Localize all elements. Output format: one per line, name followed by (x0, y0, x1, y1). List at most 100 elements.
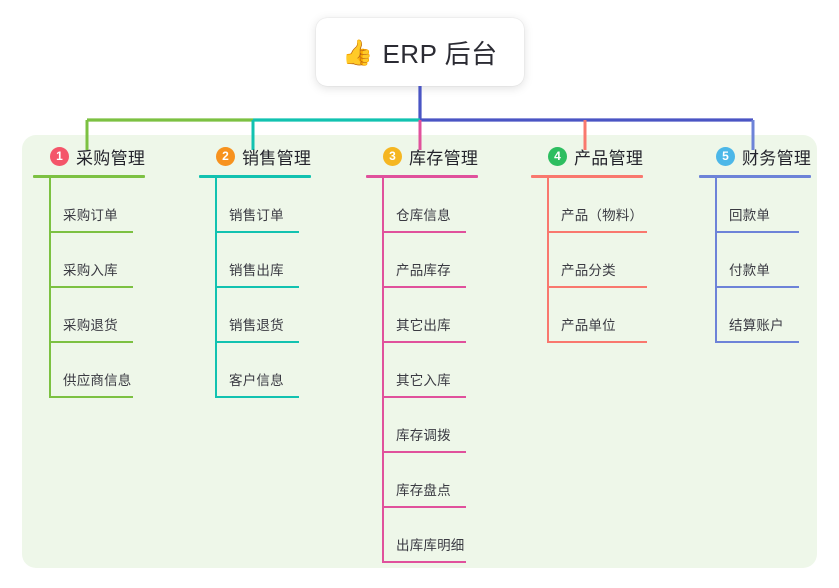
leaf-stem (547, 288, 549, 343)
leaf-node[interactable]: 销售出库 (199, 233, 311, 288)
leaf-list-3: 仓库信息产品库存其它出库其它入库库存调拨库存盘点出库库明细 (366, 178, 478, 563)
leaf-list-4: 产品（物料） 产品分类产品单位 (531, 178, 647, 343)
root-node-card[interactable]: 👍 ERP 后台 (316, 18, 524, 86)
branch-header-rule-3 (366, 175, 478, 178)
leaf-list-2: 销售订单销售出库销售退货客户信息 (199, 178, 311, 398)
leaf-label: 付款单 (729, 263, 771, 278)
leaf-rule (382, 396, 466, 398)
branch-number-badge-1: 1 (50, 146, 69, 166)
leaf-stem (215, 288, 217, 343)
leaf-node[interactable]: 其它入库 (366, 343, 478, 398)
branch-number-badge-3: 3 (383, 146, 402, 166)
branch-title-1: 采购管理 (76, 148, 146, 168)
branch-column-1: 1 采购管理采购订单采购入库采购退货供应商信息 (33, 143, 145, 398)
leaf-node[interactable]: 采购入库 (33, 233, 145, 288)
leaf-node[interactable]: 回款单 (699, 178, 811, 233)
leaf-rule (382, 286, 466, 288)
leaf-stem (715, 288, 717, 343)
leaf-node[interactable]: 出库库明细 (366, 508, 478, 563)
leaf-label: 其它出库 (396, 318, 451, 333)
root-node-title: ERP 后台 (382, 38, 498, 69)
leaf-label: 产品（物料） (561, 208, 644, 223)
diagram-panel (22, 135, 817, 568)
leaf-node[interactable]: 其它出库 (366, 288, 478, 343)
leaf-stem (49, 233, 51, 288)
leaf-stem (715, 233, 717, 288)
leaf-stem (49, 178, 51, 233)
leaf-label: 产品分类 (561, 263, 616, 278)
leaf-node[interactable]: 供应商信息 (33, 343, 145, 398)
leaf-rule (715, 341, 799, 343)
leaf-label: 销售订单 (229, 208, 284, 223)
leaf-node[interactable]: 仓库信息 (366, 178, 478, 233)
leaf-node[interactable]: 付款单 (699, 233, 811, 288)
branch-title-5: 财务管理 (742, 148, 812, 168)
leaf-node[interactable]: 产品分类 (531, 233, 647, 288)
leaf-node[interactable]: 库存盘点 (366, 453, 478, 508)
leaf-node[interactable]: 销售退货 (199, 288, 311, 343)
branch-header-1[interactable]: 1 采购管理 (33, 143, 145, 169)
leaf-stem (49, 343, 51, 398)
leaf-stem (382, 233, 384, 288)
leaf-node[interactable]: 销售订单 (199, 178, 311, 233)
branch-header-4[interactable]: 4 产品管理 (531, 143, 643, 169)
leaf-node[interactable]: 结算账户 (699, 288, 811, 343)
leaf-list-5: 回款单付款单结算账户 (699, 178, 811, 343)
leaf-node[interactable]: 库存调拨 (366, 398, 478, 453)
leaf-rule (49, 231, 133, 233)
leaf-list-1: 采购订单采购入库采购退货供应商信息 (33, 178, 145, 398)
leaf-node[interactable]: 采购退货 (33, 288, 145, 343)
leaf-label: 客户信息 (229, 373, 284, 388)
branch-header-rule-1 (33, 175, 145, 178)
leaf-rule (382, 506, 466, 508)
branch-header-rule-4 (531, 175, 643, 178)
leaf-stem (382, 508, 384, 563)
leaf-node[interactable]: 产品（物料） (531, 178, 647, 233)
branch-title-2: 销售管理 (242, 148, 312, 168)
leaf-label: 库存调拨 (396, 428, 451, 443)
leaf-rule (215, 341, 299, 343)
leaf-label: 其它入库 (396, 373, 451, 388)
leaf-stem (215, 178, 217, 233)
leaf-stem (547, 233, 549, 288)
branch-header-3[interactable]: 3 库存管理 (366, 143, 478, 169)
leaf-label: 回款单 (729, 208, 771, 223)
leaf-label: 产品库存 (396, 263, 451, 278)
leaf-label: 结算账户 (729, 318, 784, 333)
branch-title-4: 产品管理 (574, 148, 644, 168)
thumbs-up-icon: 👍 (342, 37, 374, 67)
leaf-rule (382, 451, 466, 453)
branch-number-badge-4: 4 (548, 146, 567, 166)
leaf-node[interactable]: 产品单位 (531, 288, 647, 343)
leaf-label: 库存盘点 (396, 483, 451, 498)
leaf-rule (382, 561, 466, 563)
leaf-rule (49, 396, 133, 398)
leaf-rule (215, 286, 299, 288)
leaf-label: 供应商信息 (63, 373, 132, 388)
branch-header-rule-5 (699, 175, 811, 178)
leaf-rule (215, 396, 299, 398)
leaf-stem (215, 233, 217, 288)
leaf-rule (715, 231, 799, 233)
branch-column-3: 3 库存管理仓库信息产品库存其它出库其它入库库存调拨库存盘点出库库明细 (366, 143, 478, 563)
leaf-label: 销售出库 (229, 263, 284, 278)
leaf-node[interactable]: 产品库存 (366, 233, 478, 288)
leaf-node[interactable]: 采购订单 (33, 178, 145, 233)
branch-column-4: 4 产品管理产品（物料） 产品分类产品单位 (531, 143, 647, 343)
leaf-label: 仓库信息 (396, 208, 451, 223)
branch-title-3: 库存管理 (409, 148, 479, 168)
leaf-rule (382, 341, 466, 343)
leaf-node[interactable]: 客户信息 (199, 343, 311, 398)
leaf-rule (547, 286, 647, 288)
leaf-stem (547, 178, 549, 233)
leaf-label: 出库库明细 (396, 538, 465, 553)
leaf-rule (49, 341, 133, 343)
leaf-stem (382, 178, 384, 233)
leaf-rule (215, 231, 299, 233)
leaf-stem (382, 453, 384, 508)
